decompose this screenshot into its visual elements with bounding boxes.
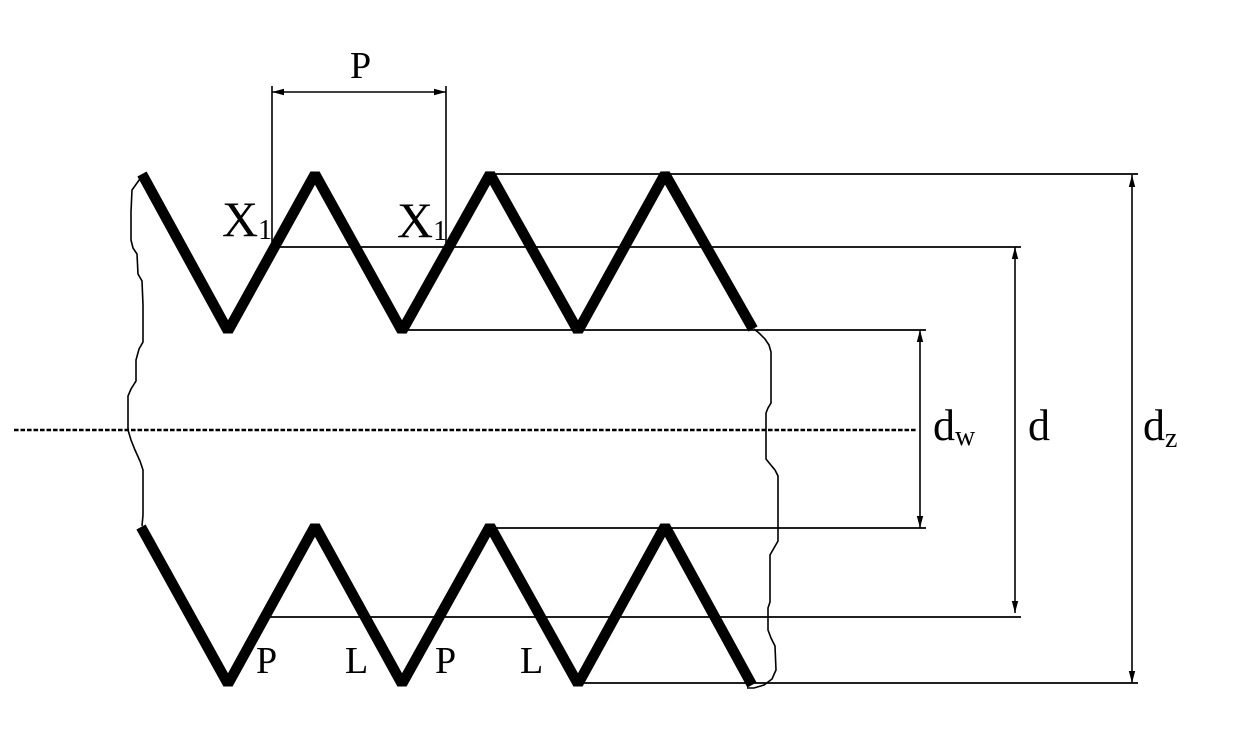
pitch-dimension (271, 86, 447, 247)
dw-subscript: w (955, 421, 976, 452)
arrow-down-icon (1128, 671, 1136, 683)
arrow-up-icon (916, 330, 924, 342)
dz-subscript: z (1165, 423, 1177, 454)
thread-profiles (136, 171, 758, 688)
x1-left-base: X (222, 191, 258, 247)
arrow-down-icon (1011, 601, 1019, 613)
reference-lines (263, 173, 1138, 684)
break-line-right (747, 328, 779, 689)
thread-profile-top (137, 171, 758, 334)
pitch-label: P (350, 45, 371, 87)
dz-label: dz (1143, 401, 1177, 454)
dw-label: dw (933, 401, 976, 452)
flank-label-p2: P (435, 640, 456, 682)
flank-label-p1: P (256, 640, 277, 682)
x1-left-subscript: 1 (258, 215, 272, 246)
arrow-up-icon (1011, 247, 1019, 259)
dw-base: d (933, 401, 955, 450)
flank-label-l1: L (345, 640, 368, 682)
arrow-left-icon (272, 88, 284, 96)
bottom-flank-labels: P L P L (256, 640, 543, 682)
d-base: d (1028, 401, 1050, 450)
arrow-right-icon (434, 88, 446, 96)
x1-left-label: X1 (222, 191, 272, 247)
diameter-dimension-lines (919, 175, 1133, 683)
thread-profile-bottom (136, 523, 757, 688)
dz-base: d (1143, 401, 1165, 450)
x1-right-label: X1 (397, 192, 447, 248)
diameter-dimension-arrows (916, 175, 1136, 683)
x1-right-subscript: 1 (433, 216, 447, 247)
x1-right-base: X (397, 192, 433, 248)
d-label: d (1028, 401, 1050, 450)
break-lines (127, 175, 779, 689)
flank-label-l2: L (520, 640, 543, 682)
arrow-up-icon (1128, 175, 1136, 187)
break-line-left (127, 175, 144, 527)
pitch-dimension-arrows (272, 88, 446, 96)
arrow-down-icon (916, 516, 924, 528)
